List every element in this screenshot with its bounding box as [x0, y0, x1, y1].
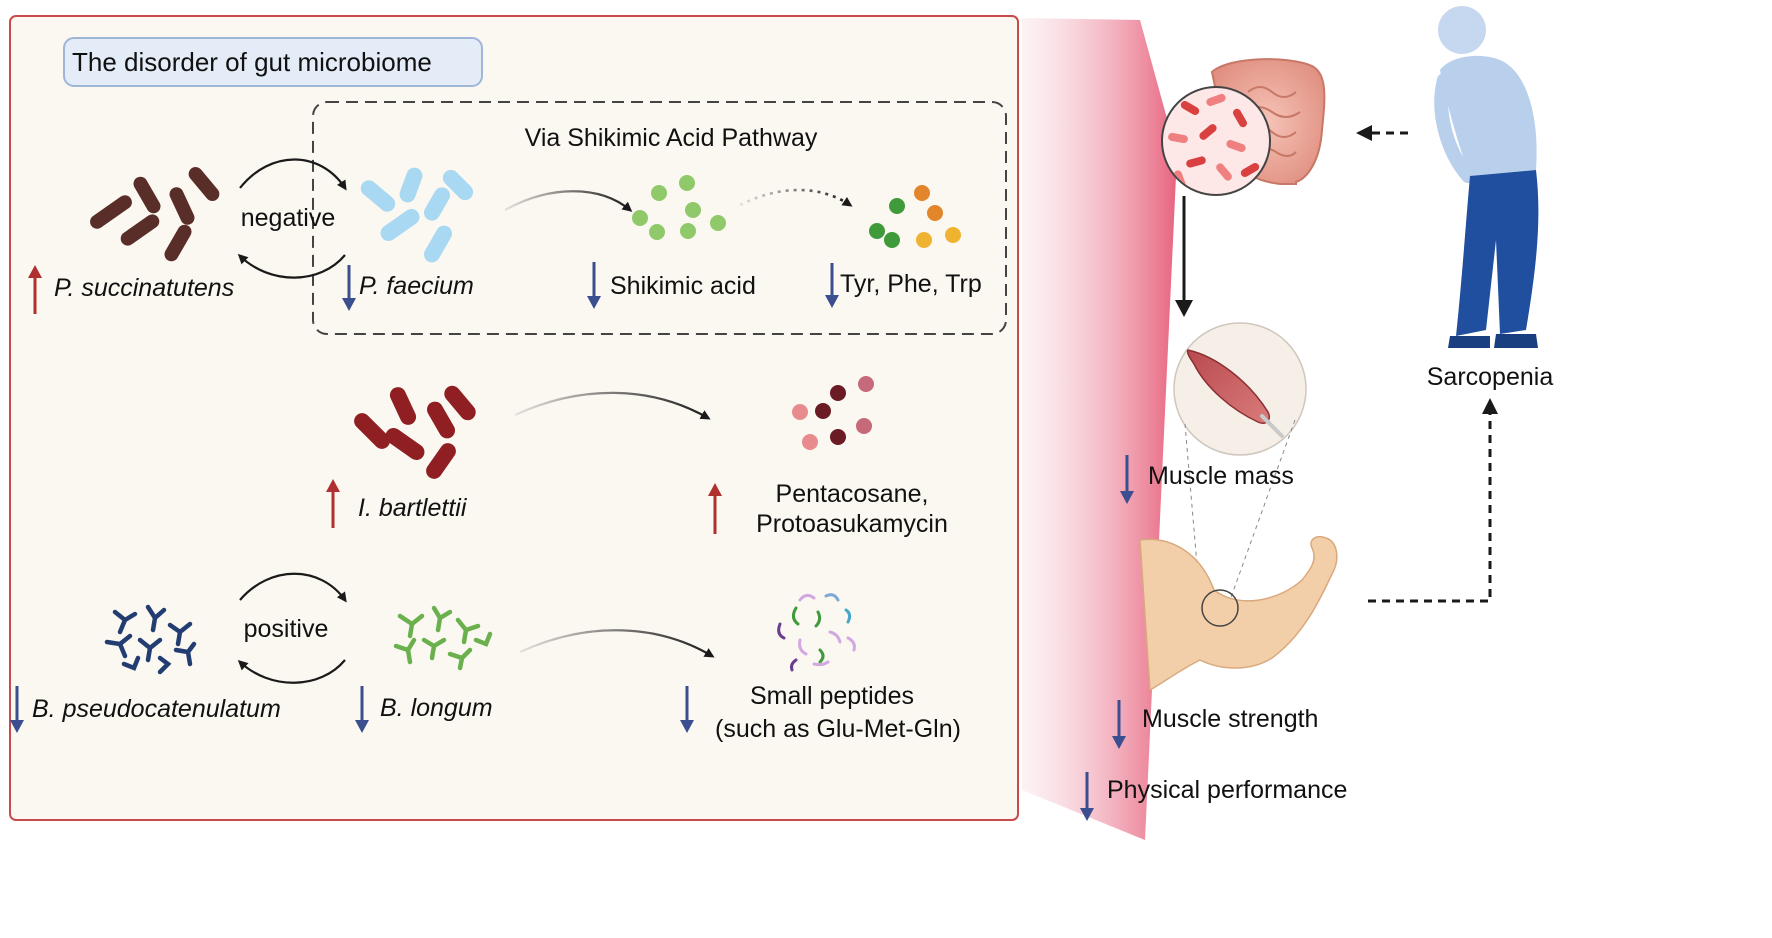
i-bartlettii-bacteria-icon	[354, 385, 476, 479]
label-tyr-phe-trp: Tyr, Phe, Trp	[840, 270, 982, 298]
small-peptides-icon	[777, 593, 856, 672]
longum-to-peptides-arrow	[519, 629, 715, 658]
gut-to-muscle-arrow	[1175, 196, 1193, 317]
pathway-label: Via Shikimic Acid Pathway	[525, 124, 818, 152]
down-arrow-faecium	[342, 265, 356, 311]
sarcopenia-to-gut-arrow	[1356, 125, 1408, 141]
down-arrow-longum	[355, 686, 369, 733]
b-pseudocatenulatum-bacteria-icon	[104, 604, 197, 675]
label-p-faecium: P. faecium	[359, 272, 474, 300]
label-sarcopenia: Sarcopenia	[1427, 363, 1554, 391]
muscle-magnified-circle	[1173, 322, 1307, 456]
negative-arrow-back	[237, 253, 346, 279]
zoom-funnel	[1022, 18, 1177, 840]
label-muscle-strength: Muscle strength	[1142, 705, 1318, 733]
magnified-microbes-circle	[1161, 86, 1271, 196]
flexed-arm-icon	[1139, 536, 1338, 692]
label-i-bartlettii: I. bartlettii	[358, 494, 468, 522]
p-succinatutens-bacteria-icon	[90, 167, 220, 262]
label-physical-performance: Physical performance	[1107, 776, 1347, 804]
aromatic-amino-acids-icon	[869, 185, 961, 248]
down-arrow-shikimic	[587, 262, 601, 309]
positive-arrow-back	[237, 659, 346, 684]
b-longum-bacteria-icon	[393, 605, 493, 671]
down-arrow-pseudocatenulatum	[10, 686, 24, 733]
up-arrow-pentacosane	[708, 483, 722, 534]
down-arrow-peptides	[680, 686, 694, 733]
negative-arrow-forward	[239, 158, 347, 191]
p-faecium-bacteria-icon	[360, 167, 474, 263]
positive-label: positive	[244, 615, 329, 643]
negative-label: negative	[241, 204, 336, 232]
panel-title: The disorder of gut microbiome	[72, 47, 432, 77]
gut-microbiome-panel	[9, 15, 1019, 821]
elderly-person-icon	[1434, 6, 1539, 348]
down-arrow-aromatic	[825, 263, 839, 308]
label-b-longum: B. longum	[380, 694, 493, 722]
down-arrow-muscle-strength	[1112, 700, 1126, 749]
panel-title-box	[63, 37, 483, 87]
label-muscle-mass: Muscle mass	[1148, 462, 1294, 490]
label-shikimic-acid: Shikimic acid	[610, 272, 756, 300]
down-arrow-physical-performance	[1080, 772, 1094, 821]
label-pentacosane-line1: Pentacosane,	[776, 480, 929, 508]
label-p-succinatutens: P. succinatutens	[54, 274, 234, 302]
pentacosane-molecules-icon	[792, 376, 874, 450]
shikimic-pathway-box	[312, 101, 1007, 335]
positive-arrow-forward	[239, 572, 347, 603]
up-arrow-succinatutens	[28, 265, 42, 314]
label-peptides-line1: Small peptides	[750, 682, 914, 710]
down-arrow-muscle-mass	[1120, 455, 1134, 504]
arm-to-sarcopenia-arrow	[1368, 398, 1498, 603]
faecium-to-shikimic-arrow	[504, 190, 633, 212]
up-arrow-bartlettii	[326, 479, 340, 528]
label-pentacosane-line2: Protoasukamycin	[756, 510, 948, 538]
label-b-pseudocatenulatum: B. pseudocatenulatum	[32, 695, 281, 723]
shikimic-acid-molecules-icon	[632, 175, 726, 240]
bartlettii-to-pentacosane-arrow	[514, 391, 711, 420]
label-peptides-line2: (such as Glu-Met-Gln)	[715, 715, 961, 743]
